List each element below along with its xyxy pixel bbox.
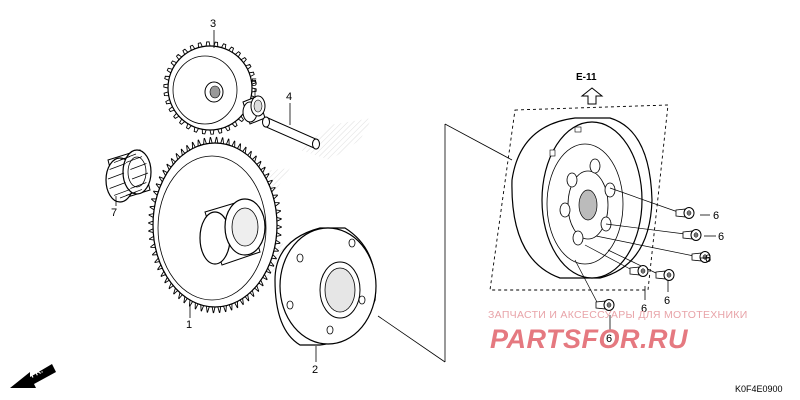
- front-direction-arrow: FR.: [10, 364, 56, 388]
- callout-6e: 6: [641, 303, 647, 315]
- flywheel-reference-assembly: [489, 104, 669, 291]
- part-5-bushing: [242, 95, 266, 125]
- part-6-bolts: [574, 187, 711, 311]
- reference-label: E-11: [576, 72, 597, 83]
- callout-6a: 6: [713, 210, 719, 222]
- figure-code: K0F4E0900: [735, 384, 783, 394]
- callout-6d: 6: [664, 295, 670, 307]
- callout-3: 3: [210, 18, 216, 30]
- reference-arrow-up: [580, 87, 604, 105]
- part-1-driven-gear: [148, 136, 282, 314]
- assembly-lines: [377, 123, 513, 363]
- callout-6b: 6: [718, 231, 724, 243]
- watermark-logo: PARTSFOR.RU: [490, 324, 689, 354]
- callout-6f: 6: [606, 333, 612, 345]
- callout-5: 5: [251, 77, 257, 89]
- watermark-caption: ЗАПЧАСТИ И АКСЕССУАРЫ ДЛЯ МОТОТЕХНИКИ: [488, 309, 748, 321]
- part-7-needle-bearing: [105, 149, 152, 203]
- callout-6c: 6: [705, 253, 711, 265]
- callout-1: 1: [186, 319, 192, 331]
- callout-7: 7: [111, 207, 117, 219]
- leader-lines: [115, 30, 716, 362]
- part-2-one-way-clutch: [274, 227, 377, 346]
- callout-2: 2: [312, 364, 318, 376]
- callout-4: 4: [286, 91, 292, 103]
- part-4-shaft: [262, 116, 320, 150]
- part-3-gear: [163, 41, 257, 135]
